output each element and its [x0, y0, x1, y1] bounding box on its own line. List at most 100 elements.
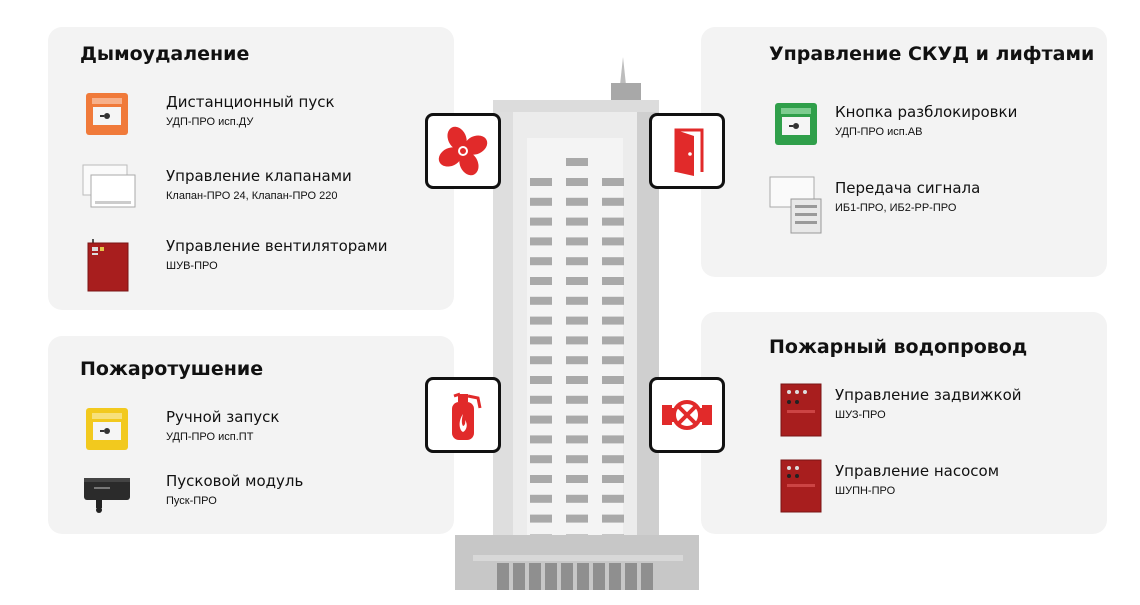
extinguisher-badge: [425, 377, 501, 453]
item-name: Управление задвижкой: [835, 386, 1022, 404]
building-window: [530, 514, 552, 523]
building-window: [602, 257, 624, 266]
building-window: [602, 178, 624, 186]
list-item: Пусковой модуль Пуск-ПРО: [48, 468, 454, 524]
building-window: [530, 316, 552, 325]
building-window: [530, 197, 552, 206]
building-window: [566, 336, 588, 345]
list-item: Управление задвижкой ШУЗ-ПРО: [701, 382, 1107, 442]
item-name: Ручной запуск: [166, 408, 280, 426]
signal-module-image: [769, 176, 822, 234]
building-window: [602, 356, 624, 365]
door-icon: [674, 128, 704, 176]
building-window: [566, 277, 588, 285]
section-title: Пожаротушение: [80, 358, 264, 380]
building-window: [566, 237, 588, 246]
section-smoke-removal: Дымоудаление Дистанционный пуск УДП-ПРО …: [48, 27, 454, 310]
building-window: [566, 435, 588, 444]
building-window: [530, 415, 552, 424]
item-model: Клапан-ПРО 24, Клапан-ПРО 220: [166, 190, 338, 202]
building-window: [566, 475, 588, 483]
building-window: [602, 415, 624, 424]
building-window: [530, 435, 552, 444]
section-title: Пожарный водопровод: [769, 336, 1028, 358]
start-module-image: [84, 478, 130, 513]
building-window: [566, 257, 588, 266]
valve-icon: [662, 400, 712, 430]
building-window: [566, 158, 588, 166]
item-model: ШУВ-ПРО: [166, 260, 218, 272]
section-fire-water-supply: Пожарный водопровод Управление задвижкой…: [701, 312, 1107, 534]
section-title: Управление СКУД и лифтами: [769, 43, 1095, 65]
item-name: Дистанционный пуск: [166, 93, 335, 111]
item-model: Пуск-ПРО: [166, 495, 217, 507]
gate-valve-cabinet-image: [780, 383, 822, 437]
building-window: [566, 395, 588, 404]
list-item: Кнопка разблокировки УДП-ПРО исп.АВ: [701, 99, 1107, 155]
section-fire-extinguishing: Пожаротушение Ручной запуск УДП-ПРО исп.…: [48, 336, 454, 534]
building-window: [602, 277, 624, 285]
building-window: [530, 296, 552, 305]
item-model: ИБ1-ПРО, ИБ2-РР-ПРО: [835, 202, 957, 214]
building-window: [530, 475, 552, 483]
building-illustration: [455, 57, 699, 590]
building-window: [602, 217, 624, 226]
item-name: Управление насосом: [835, 462, 1000, 480]
valve-module-image: [82, 164, 136, 208]
building-window: [566, 455, 588, 464]
building-window: [602, 376, 624, 384]
building-window: [530, 178, 552, 186]
item-model: УДП-ПРО исп.ПТ: [166, 431, 254, 443]
building-window: [566, 178, 588, 186]
list-item: Передача сигнала ИБ1-ПРО, ИБ2-РР-ПРО: [701, 175, 1107, 237]
building-window: [602, 316, 624, 325]
building-window: [602, 475, 624, 483]
door-badge: [649, 113, 725, 189]
list-item: Управление вентиляторами ШУВ-ПРО: [48, 233, 454, 293]
list-item: Ручной запуск УДП-ПРО исп.ПТ: [48, 404, 454, 460]
building-window: [602, 395, 624, 404]
item-model: УДП-ПРО исп.ДУ: [166, 116, 254, 128]
section-title: Дымоудаление: [80, 43, 250, 65]
building-window: [530, 494, 552, 503]
item-model: ШУПН-ПРО: [835, 485, 896, 497]
building-window: [530, 217, 552, 226]
list-item: Управление насосом ШУПН-ПРО: [701, 458, 1107, 518]
building-window: [602, 197, 624, 206]
fan-icon: [438, 126, 488, 176]
item-model: ШУЗ-ПРО: [835, 409, 886, 421]
building-window: [530, 257, 552, 266]
building-window: [602, 296, 624, 305]
building-window: [566, 415, 588, 424]
item-name: Передача сигнала: [835, 179, 981, 197]
building-window: [530, 356, 552, 365]
list-item: Дистанционный пуск УДП-ПРО исп.ДУ: [48, 89, 454, 145]
building-window: [602, 494, 624, 503]
item-name: Кнопка разблокировки: [835, 103, 1018, 121]
item-model: УДП-ПРО исп.АВ: [835, 126, 923, 138]
building-window: [530, 336, 552, 345]
unlock-button-image: [775, 103, 817, 145]
building-window: [530, 376, 552, 384]
building-window: [530, 455, 552, 464]
building-window: [566, 356, 588, 365]
building-window: [602, 237, 624, 246]
manual-start-device-image: [86, 408, 128, 450]
building-window: [602, 336, 624, 345]
remote-start-device-image: [86, 93, 128, 135]
fire-extinguisher-icon: [452, 392, 482, 440]
building-window: [602, 514, 624, 523]
building-window: [566, 197, 588, 206]
building-window: [530, 395, 552, 404]
building-window: [602, 455, 624, 464]
building-window: [566, 376, 588, 384]
item-name: Управление вентиляторами: [166, 237, 388, 255]
fan-badge: [425, 113, 501, 189]
building-window: [530, 277, 552, 285]
building-window: [602, 435, 624, 444]
building-window: [530, 237, 552, 246]
valve-badge: [649, 377, 725, 453]
building-window: [566, 316, 588, 325]
item-name: Пусковой модуль: [166, 472, 304, 490]
list-item: Управление клапанами Клапан-ПРО 24, Клап…: [48, 163, 454, 219]
